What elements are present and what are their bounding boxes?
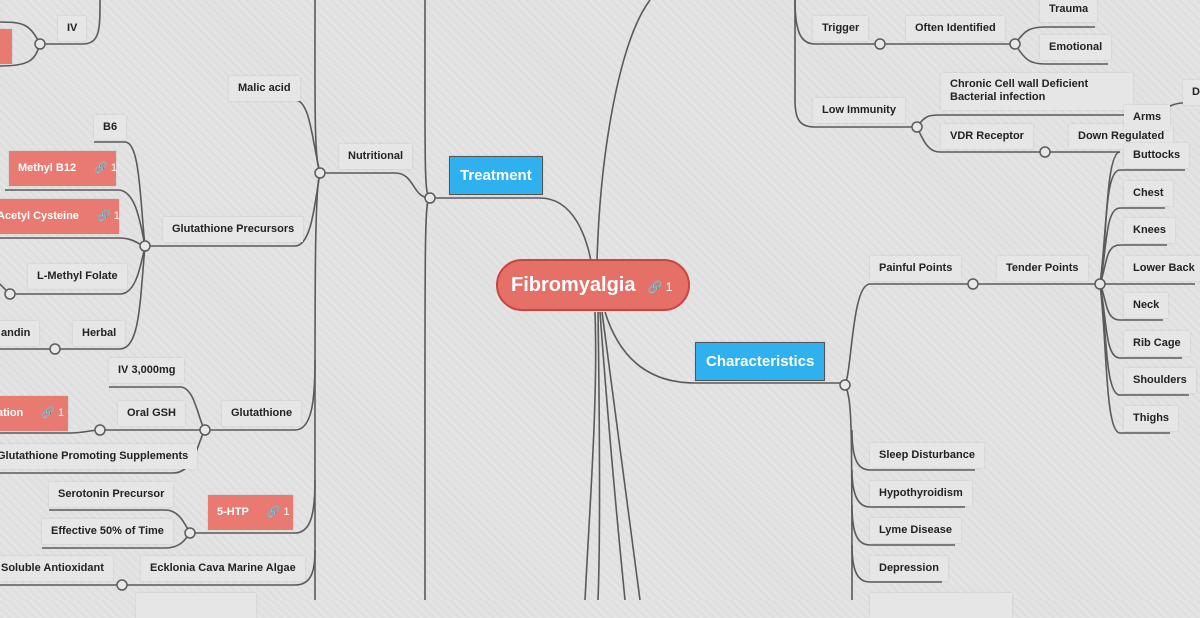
central-topic-fibromyalgia[interactable]: Fibromyalgia 🔗 1 — [496, 259, 690, 311]
topic-tender-point[interactable]: Thighs — [1124, 406, 1179, 431]
topic-malic-acid[interactable]: Malic acid — [229, 76, 300, 101]
topic-partial-right[interactable]: Di — [1183, 80, 1200, 105]
topic-condition[interactable]: Sleep Disturbance — [870, 443, 984, 468]
topic-label: ation — [0, 407, 24, 419]
topic-5-htp[interactable]: 5-HTP 🔗 1 — [208, 495, 293, 530]
topic-characteristics[interactable]: Characteristics — [695, 342, 826, 381]
topic-tender-point[interactable]: Knees — [1124, 218, 1176, 243]
link-icon[interactable]: 🔗 1 — [96, 210, 120, 222]
topic-condition[interactable]: Lyme Disease — [870, 518, 961, 543]
topic-b6[interactable]: B6 — [94, 115, 127, 140]
topic-tender-point[interactable]: Rib Cage — [1124, 331, 1190, 356]
topic-label: Acetyl Cysteine — [0, 210, 79, 222]
topic-condition[interactable]: Hypothyroidism — [870, 481, 972, 506]
topic-nutritional[interactable]: Nutritional — [339, 144, 412, 169]
topic-label: Methyl B12 — [18, 162, 77, 174]
topic-tender-point[interactable]: Chest — [1124, 181, 1173, 206]
topic-herbal[interactable]: Herbal — [73, 321, 126, 346]
topic-vdr-receptor[interactable]: VDR Receptor — [941, 124, 1033, 149]
topic-effective-50[interactable]: Effective 50% of Time — [42, 519, 173, 544]
topic-trigger[interactable]: Trigger — [813, 16, 869, 41]
topic-tender-point[interactable]: Arms — [1124, 105, 1171, 130]
link-icon[interactable]: 🔗 1 — [266, 506, 290, 518]
topic-label: Fibromyalgia — [511, 274, 636, 296]
topic-emotional[interactable]: Emotional — [1040, 35, 1112, 60]
topic-iv[interactable]: IV — [58, 16, 87, 41]
topic-herbal-child[interactable]: andin — [0, 321, 40, 346]
topic-low-immunity[interactable]: Low Immunity — [813, 98, 905, 123]
topic-partial-red[interactable] — [0, 29, 12, 64]
topic-acetyl-cysteine[interactable]: Acetyl Cysteine 🔗 1 — [0, 199, 120, 234]
topic-tender-point[interactable]: Lower Back — [1124, 256, 1200, 281]
topic-condition[interactable]: Depression — [870, 556, 948, 581]
link-icon[interactable]: 🔗 1 — [94, 162, 117, 174]
topic-tender-point[interactable]: Buttocks — [1124, 143, 1190, 168]
topic-tender-points[interactable]: Tender Points — [997, 256, 1088, 281]
topic-treatment[interactable]: Treatment — [449, 156, 543, 195]
topic-often-identified[interactable]: Often Identified — [906, 16, 1005, 41]
topic-tender-point[interactable]: Neck — [1124, 293, 1169, 318]
topic-trauma[interactable]: Trauma — [1040, 0, 1098, 22]
topic-l-methyl-folate[interactable]: L-Methyl Folate — [28, 264, 127, 289]
topic-tender-point[interactable]: Shoulders — [1124, 368, 1196, 393]
topic-glutathione-promoting[interactable]: Glutathione Promoting Supplements — [0, 444, 198, 469]
topic-iv-3000mg[interactable]: IV 3,000mg — [109, 358, 185, 383]
topic-painful-points[interactable]: Painful Points — [870, 256, 962, 281]
topic-chronic-bacterial[interactable]: Chronic Cell wall Deficient Bacterial in… — [941, 73, 1133, 110]
topic-oral-gsh-child[interactable]: ation 🔗 1 — [0, 396, 68, 431]
topic-glutathione-precursors[interactable]: Glutathione Precursors — [163, 217, 304, 242]
topic-soluble-antioxidant[interactable]: Soluble Antioxidant — [0, 556, 113, 581]
link-icon[interactable]: 🔗 1 — [647, 280, 673, 294]
topic-ecklonia[interactable]: Ecklonia Cava Marine Algae — [141, 556, 305, 581]
link-icon[interactable]: 🔗 1 — [41, 407, 65, 419]
topic-oral-gsh[interactable]: Oral GSH — [118, 401, 185, 426]
topic-label: 5-HTP — [217, 506, 249, 518]
topic-methyl-b12[interactable]: Methyl B12 🔗 1 — [9, 151, 117, 186]
connector-lines — [0, 0, 1200, 600]
topic-partial-bottom-right[interactable] — [870, 593, 1012, 618]
topic-glutathione[interactable]: Glutathione — [222, 401, 302, 426]
topic-serotonin-precursor[interactable]: Serotonin Precursor — [49, 482, 174, 507]
topic-partial-bottom[interactable] — [136, 593, 256, 618]
